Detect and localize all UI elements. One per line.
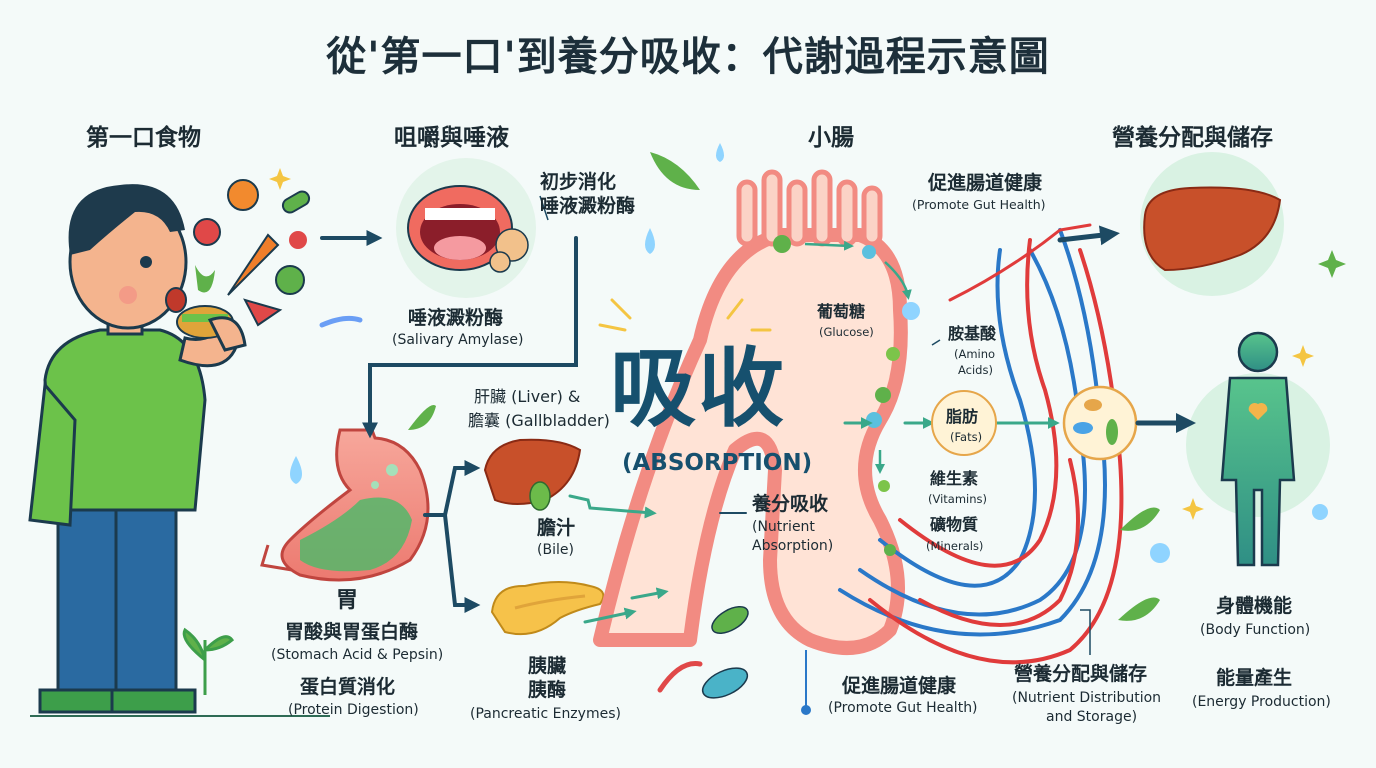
stomach-illustration (260, 428, 430, 582)
glucose-label: 葡萄糖 (817, 302, 866, 321)
absorption-heading-en: (ABSORPTION) (622, 450, 813, 476)
decorations (182, 143, 1346, 699)
stomach-acid-label-en: (Stomach Acid & Pepsin) (271, 647, 444, 663)
amylase-label: 唾液澱粉酶 (408, 307, 504, 329)
small-intestine-illustration (593, 169, 908, 715)
protein-digestion-label-en: (Protein Digestion) (288, 702, 419, 718)
gut-health-bottom-label-en: (Promote Gut Health) (828, 700, 978, 716)
bile-label-en: (Bile) (537, 542, 574, 558)
mouth-note-2: 唾液澱粉酶 (540, 195, 636, 217)
body-function-label: 身體機能 (1216, 595, 1293, 617)
mouth-illustration (396, 158, 536, 298)
mineral-label-en: (Minerals) (926, 539, 984, 553)
blood-vessels-illustration (838, 223, 1124, 665)
section-first-bite: 第一口食物 (86, 125, 201, 151)
gut-health-top-label: 促進腸道健康 (928, 172, 1043, 194)
flow-arrows (320, 225, 1196, 613)
glucose-label-en: (Glucose) (819, 325, 874, 339)
fats-bubble (931, 390, 997, 456)
nutrient-absorption-label-en-1: (Nutrient (752, 519, 815, 535)
liver-label: 肝臟 (Liver) & (474, 387, 581, 406)
storage-label-en-2: and Storage) (1046, 709, 1138, 725)
protein-digestion-label: 蛋白質消化 (300, 676, 396, 698)
body-function-label-en: (Body Function) (1200, 622, 1311, 638)
amylase-label-en: (Salivary Amylase) (392, 332, 524, 348)
storage-label-en-1: (Nutrient Distribution (1012, 690, 1162, 706)
villi-illustration (736, 169, 883, 247)
nutrient-mixture-circle (1062, 385, 1138, 461)
pancreas-label: 胰臟 (528, 655, 567, 677)
storage-label: 營養分配與儲存 (1014, 663, 1148, 685)
energy-production-label-en: (Energy Production) (1192, 694, 1331, 710)
fat-label-en: (Fats) (950, 430, 983, 444)
page-title: 從'第一口'到養分吸收：代謝過程示意圖 (326, 34, 1050, 80)
amino-acid-label-en-1: (Amino (954, 347, 996, 361)
absorption-heading: 吸收 (610, 339, 786, 439)
green-flow-arrows (568, 417, 1060, 624)
mineral-label: 礦物質 (930, 515, 979, 534)
fat-label: 脂肪 (946, 407, 979, 426)
stomach-label: 胃 (336, 588, 359, 613)
pancreatic-enzyme-label: 胰酶 (528, 679, 567, 701)
section-distribution: 營養分配與儲存 (1112, 125, 1273, 151)
nutrient-absorption-label: 養分吸收 (752, 493, 829, 515)
section-small-intestine: 小腸 (808, 125, 854, 151)
amino-acid-label-en-2: Acids) (958, 363, 993, 377)
bile-label: 膽汁 (537, 517, 576, 539)
pancreas-illustration (490, 581, 605, 636)
gut-health-bottom-label: 促進腸道健康 (842, 675, 957, 697)
food-burst-illustration (193, 179, 363, 328)
nutrient-particles (773, 235, 920, 556)
storage-liver-illustration (1140, 152, 1284, 296)
vitamin-label: 維生素 (930, 469, 979, 488)
gut-health-top-label-en: (Promote Gut Health) (912, 197, 1046, 212)
person-eating-illustration (28, 184, 330, 717)
connector-lines (539, 195, 1091, 655)
stomach-acid-label: 胃酸與胃蛋白酶 (285, 621, 419, 643)
nutrient-absorption-label-en-2: Absorption) (752, 538, 834, 554)
body-figure-illustration (1186, 331, 1330, 567)
mouth-note-1: 初步消化 (540, 171, 617, 193)
amino-acid-label: 胺基酸 (948, 324, 997, 343)
pancreatic-enzyme-label-en: (Pancreatic Enzymes) (470, 706, 621, 722)
liver-illustration (483, 438, 582, 511)
energy-production-label: 能量產生 (1216, 667, 1293, 689)
gallbladder-label: 膽囊 (Gallbladder) (468, 411, 610, 430)
vitamin-label-en: (Vitamins) (928, 492, 988, 506)
section-chewing: 咀嚼與唾液 (394, 125, 509, 151)
